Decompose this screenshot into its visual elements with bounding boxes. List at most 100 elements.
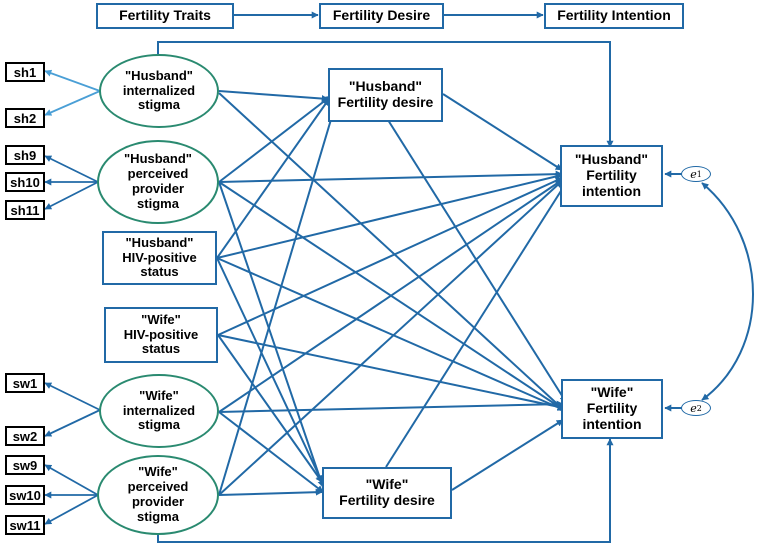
path-hd-to-wint [387,119,567,403]
path-wp-to-wint [157,438,614,543]
header-fertility-intention-label: Fertility Intention [557,7,671,24]
covariance-e1-e2 [701,182,754,401]
error-letter: e [690,167,697,181]
mediator-husband-fertility-desire: "Husband" Fertility desire [328,68,443,122]
path-hh-to-wint [216,257,565,411]
latent-husband-internalized-stigma: "Husband" internalized stigma [99,54,219,128]
observed-label-line: HIV-positive [123,326,199,342]
latent-wife-perceived-provider-stigma: "Wife" perceived provider stigma [97,455,219,535]
loading-sw11 [44,494,99,525]
indicator-sw9: sw9 [5,455,45,475]
observed-wife-hiv-status: "Wife" HIV-positive status [104,307,218,363]
header-fertility-intention: Fertility Intention [544,3,684,29]
path-hh-to-hint [216,173,563,259]
latent-label-line: "Wife" [139,387,179,403]
loading-lines [44,69,101,525]
path-hi-to-hi-intention [157,41,614,148]
indicator-sh1-label: sh1 [13,64,37,80]
header-fertility-traits-label: Fertility Traits [119,7,211,24]
indicator-sh10: sh10 [5,172,45,192]
mediator-wife-fertility-desire: "Wife" Fertility desire [322,467,452,519]
latent-label-line: perceived [127,166,189,182]
header-fertility-desire-label: Fertility Desire [332,7,431,24]
path-hh-to-wd [216,257,323,483]
path-wi-to-hint [218,179,563,413]
observed-label-line: HIV-positive [122,249,197,265]
indicator-sw1-label: sw1 [12,375,38,391]
indicator-sw11-label: sw11 [9,517,41,533]
error-index: 2 [696,403,702,413]
loading-sh1 [44,69,101,92]
observed-husband-hiv-status: "Husband" HIV-positive status [102,231,217,285]
latent-label-line: stigma [138,417,180,433]
outcome-husband-fertility-intention: "Husband" Fertility intention [560,145,663,207]
indicator-sh10-label: sh10 [10,174,40,190]
latent-label-line: internalized [122,402,196,418]
indicator-sw9-label: sw9 [12,457,38,473]
path-hi-to-hd [218,90,329,103]
path-hi-to-wi [218,92,567,413]
outcome-label-line: "Husband" [574,151,649,168]
header-fertility-traits: Fertility Traits [96,3,234,29]
indicator-sh11: sh11 [5,200,45,220]
indicator-sw2-label: sw2 [12,428,38,444]
loading-sw9 [44,464,99,496]
latent-label-line: internalized [122,82,196,98]
latent-label-line: stigma [137,195,179,211]
indicator-sw10-label: sw10 [9,487,41,503]
loading-sh2 [44,90,101,116]
path-wh-to-wd [217,334,323,483]
indicator-sh9: sh9 [5,145,45,165]
latent-label-line: "Husband" [125,67,193,83]
indicator-sh9-label: sh9 [13,147,37,163]
indicator-sw1: sw1 [5,373,45,393]
path-hp-to-wd [218,181,325,488]
path-wh-to-hint [217,177,563,336]
outcome-label-line: Fertility [586,400,638,417]
latent-label-line: "Husband" [124,151,192,167]
observed-label-line: "Husband" [125,235,194,251]
path-hd-to-hint [442,93,563,171]
latent-label-line: perceived [127,479,189,495]
path-hp-to-hd [218,95,332,183]
loading-sh9 [44,155,99,183]
indicator-sh1: sh1 [5,62,45,82]
observed-label-line: status [141,341,181,357]
loading-sw1 [44,382,101,411]
error-letter: e [690,401,697,415]
path-wd-to-wint [451,419,564,491]
latent-wife-internalized-stigma: "Wife" internalized stigma [99,374,219,448]
latent-label-line: "Wife" [138,464,178,480]
observed-label-line: status [140,264,179,280]
header-fertility-desire: Fertility Desire [319,3,444,29]
outcome-wife-fertility-intention: "Wife" Fertility intention [561,379,663,439]
indicator-sh2: sh2 [5,108,45,128]
path-wh-to-wint [217,334,565,411]
path-wi-to-wint [218,400,564,413]
path-hh-to-hd [216,98,330,259]
latent-husband-perceived-provider-stigma: "Husband" perceived provider stigma [97,140,219,224]
mediator-label-line: "Husband" [348,78,423,95]
indicator-sw10: sw10 [5,485,45,505]
latent-label-line: stigma [138,97,180,113]
mediator-label-line: Fertility desire [339,492,435,508]
mediator-label-line: "Wife" [365,476,409,493]
path-wp-to-wd [218,488,323,496]
path-wp-to-hint [218,180,563,496]
outcome-label-line: "Wife" [590,384,634,401]
outcome-label-line: intention [581,182,642,199]
outcome-label-line: Fertility [586,167,637,184]
path-wp-to-hd [218,95,340,496]
latent-label-line: stigma [137,508,179,524]
path-hp-to-hint [218,170,563,183]
indicator-sh2-label: sh2 [13,110,37,126]
loading-sw2 [44,409,101,437]
error-index: 1 [696,169,702,179]
latent-label-line: provider [131,181,184,196]
indicator-sw11: sw11 [5,515,45,535]
indicator-sh11-label: sh11 [10,202,40,218]
indicator-sw2: sw2 [5,426,45,446]
